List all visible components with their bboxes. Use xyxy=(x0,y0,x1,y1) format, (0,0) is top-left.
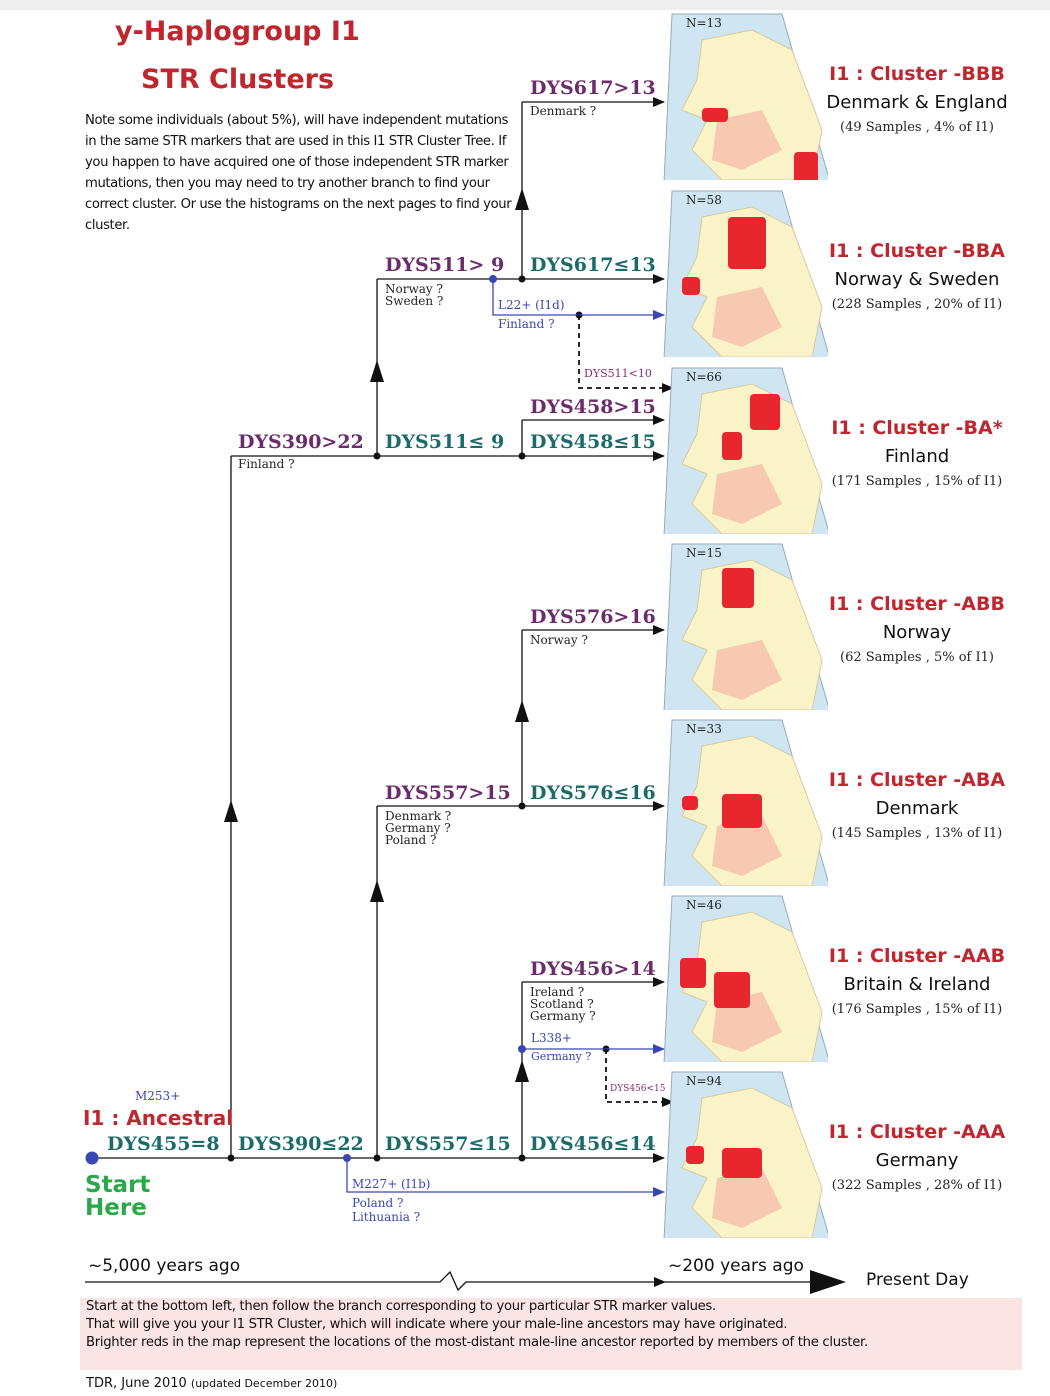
europe-map xyxy=(663,13,828,180)
hotspot-region xyxy=(682,796,698,810)
cluster-samples: (171 Samples , 15% of I1) xyxy=(831,474,1003,489)
snp-m253: M253+ xyxy=(135,1089,181,1103)
marker-dys511-gt-note: Norway ? Sweden ? xyxy=(385,282,444,308)
page-title: y-Haplogroup I1 xyxy=(115,16,360,47)
hotspot-region xyxy=(702,108,728,122)
cluster-name: I1 : Cluster -ABA xyxy=(828,769,1006,791)
snp-m227: M227+ (I1b) xyxy=(352,1177,431,1191)
start-here-label: Start Here xyxy=(85,1172,151,1221)
marker-dys557-gt-note: Denmark ? Germany ? Poland ? xyxy=(385,809,452,847)
marker-dys576-gt: DYS576>16 xyxy=(530,606,656,628)
snp-l338-note: Germany ? xyxy=(531,1050,592,1063)
marker-dys617-gt: DYS617>13 xyxy=(530,77,656,99)
cluster-region: Norway xyxy=(882,622,952,643)
europe-map xyxy=(663,1071,828,1238)
cluster-name: I1 : Cluster -BA* xyxy=(831,417,1003,439)
sample-count-label: N=94 xyxy=(686,1074,722,1088)
marker-dys390-gt: DYS390>22 xyxy=(238,431,364,453)
cluster-region: Denmark & England xyxy=(826,92,1008,113)
cluster-region: Denmark xyxy=(875,798,959,819)
marker-dys617-le: DYS617≤13 xyxy=(530,254,656,276)
page-subtitle: STR Clusters xyxy=(141,64,335,95)
top-bar xyxy=(0,0,1050,10)
cluster-name: I1 : Cluster -AAB xyxy=(828,945,1006,967)
hotspot-region xyxy=(722,432,742,460)
cluster-region: Germany xyxy=(875,1150,959,1171)
cluster-name: I1 : Cluster -AAA xyxy=(828,1121,1006,1143)
snp-m227-note: Poland ? Lithuania ? xyxy=(352,1196,421,1224)
dashed-dys511-lt10: DYS511<10 xyxy=(584,367,652,380)
cluster-name: I1 : Cluster -BBA xyxy=(829,240,1005,262)
marker-dys458-gt: DYS458>15 xyxy=(530,396,656,418)
dashed-dys456-lt15: DYS456<15 xyxy=(610,1084,666,1094)
cluster-region: Britain & Ireland xyxy=(843,974,991,995)
sample-count-label: N=66 xyxy=(686,370,722,384)
snp-l338: L338+ xyxy=(531,1031,572,1045)
cluster-samples: (228 Samples , 20% of I1) xyxy=(831,297,1003,312)
hotspot-region xyxy=(722,794,762,828)
cluster-name: I1 : Cluster -ABB xyxy=(829,593,1005,615)
europe-map xyxy=(663,367,828,534)
timeline-mid: ~200 years ago xyxy=(668,1256,804,1276)
timeline-start: ~5,000 years ago xyxy=(88,1256,241,1276)
hotspot-region xyxy=(722,568,754,608)
marker-dys576-gt-note: Norway ? xyxy=(530,633,588,647)
cluster-samples: (176 Samples , 15% of I1) xyxy=(831,1002,1003,1017)
europe-map xyxy=(663,543,828,710)
marker-dys617-gt-note: Denmark ? xyxy=(530,104,597,118)
instructions-box: Start at the bottom left, then follow th… xyxy=(80,1298,1022,1370)
snp-l22-note: Finland ? xyxy=(498,317,555,331)
marker-dys390-le: DYS390≤22 xyxy=(238,1133,364,1155)
instructions-line: That will give you your I1 STR Cluster, … xyxy=(86,1317,788,1332)
marker-dys511-le: DYS511≤ 9 xyxy=(385,431,505,453)
hotspot-region xyxy=(728,217,766,269)
timeline-present: Present Day xyxy=(866,1270,969,1290)
hotspot-region xyxy=(680,958,706,988)
marker-dys557-le: DYS557≤15 xyxy=(385,1133,511,1155)
instructions-line: Brighter reds in the map represent the l… xyxy=(86,1335,868,1350)
sample-count-label: N=46 xyxy=(686,898,722,912)
hotspot-region xyxy=(794,152,818,180)
ancestral-label: I1 : Ancestral xyxy=(83,1106,234,1130)
marker-dys455: DYS455=8 xyxy=(107,1133,220,1155)
snp-l22: L22+ (I1d) xyxy=(498,298,565,312)
credit: TDR, June 2010 (updated December 2010) xyxy=(86,1376,338,1391)
sample-count-label: N=15 xyxy=(686,546,722,560)
hotspot-region xyxy=(682,277,700,295)
cluster-region: Finland xyxy=(884,446,950,467)
cluster-samples: (322 Samples , 28% of I1) xyxy=(831,1178,1003,1193)
hotspot-region xyxy=(722,1148,762,1178)
cluster-samples: (145 Samples , 13% of I1) xyxy=(831,826,1003,841)
cluster-region: Norway & Sweden xyxy=(834,269,1000,290)
marker-dys458-le: DYS458≤15 xyxy=(530,431,656,453)
cluster-name: I1 : Cluster -BBB xyxy=(829,63,1005,85)
note-paragraph: Note some individuals (about 5%), will h… xyxy=(85,113,512,233)
sample-count-label: N=58 xyxy=(686,193,722,207)
marker-dys557-gt: DYS557>15 xyxy=(385,782,511,804)
marker-dys511-gt: DYS511> 9 xyxy=(385,254,505,276)
marker-dys576-le: DYS576≤16 xyxy=(530,782,656,804)
sample-count-label: N=33 xyxy=(686,722,722,736)
hotspot-region xyxy=(714,972,750,1008)
marker-dys456-gt: DYS456>14 xyxy=(530,958,656,980)
marker-dys390-gt-note: Finland ? xyxy=(238,457,295,471)
cluster-samples: (49 Samples , 4% of I1) xyxy=(840,120,994,135)
europe-map xyxy=(663,719,828,886)
instructions-line: Start at the bottom left, then follow th… xyxy=(86,1299,716,1314)
europe-map xyxy=(663,895,828,1062)
marker-dys456-le: DYS456≤14 xyxy=(530,1133,656,1155)
europe-map xyxy=(663,190,828,357)
hotspot-region xyxy=(750,394,780,430)
cluster-samples: (62 Samples , 5% of I1) xyxy=(840,650,994,665)
sample-count-label: N=13 xyxy=(686,16,722,30)
marker-dys456-gt-note: Ireland ? Scotland ? Germany ? xyxy=(530,985,596,1023)
hotspot-region xyxy=(686,1146,704,1164)
